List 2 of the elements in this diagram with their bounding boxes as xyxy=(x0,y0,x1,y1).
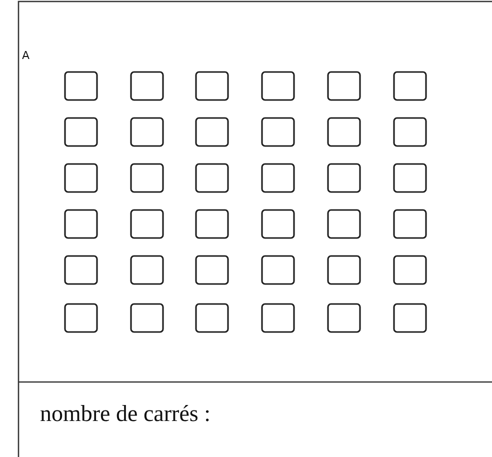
panel-letter: A xyxy=(22,49,30,62)
question-text: nombre de carrés : xyxy=(40,401,211,427)
